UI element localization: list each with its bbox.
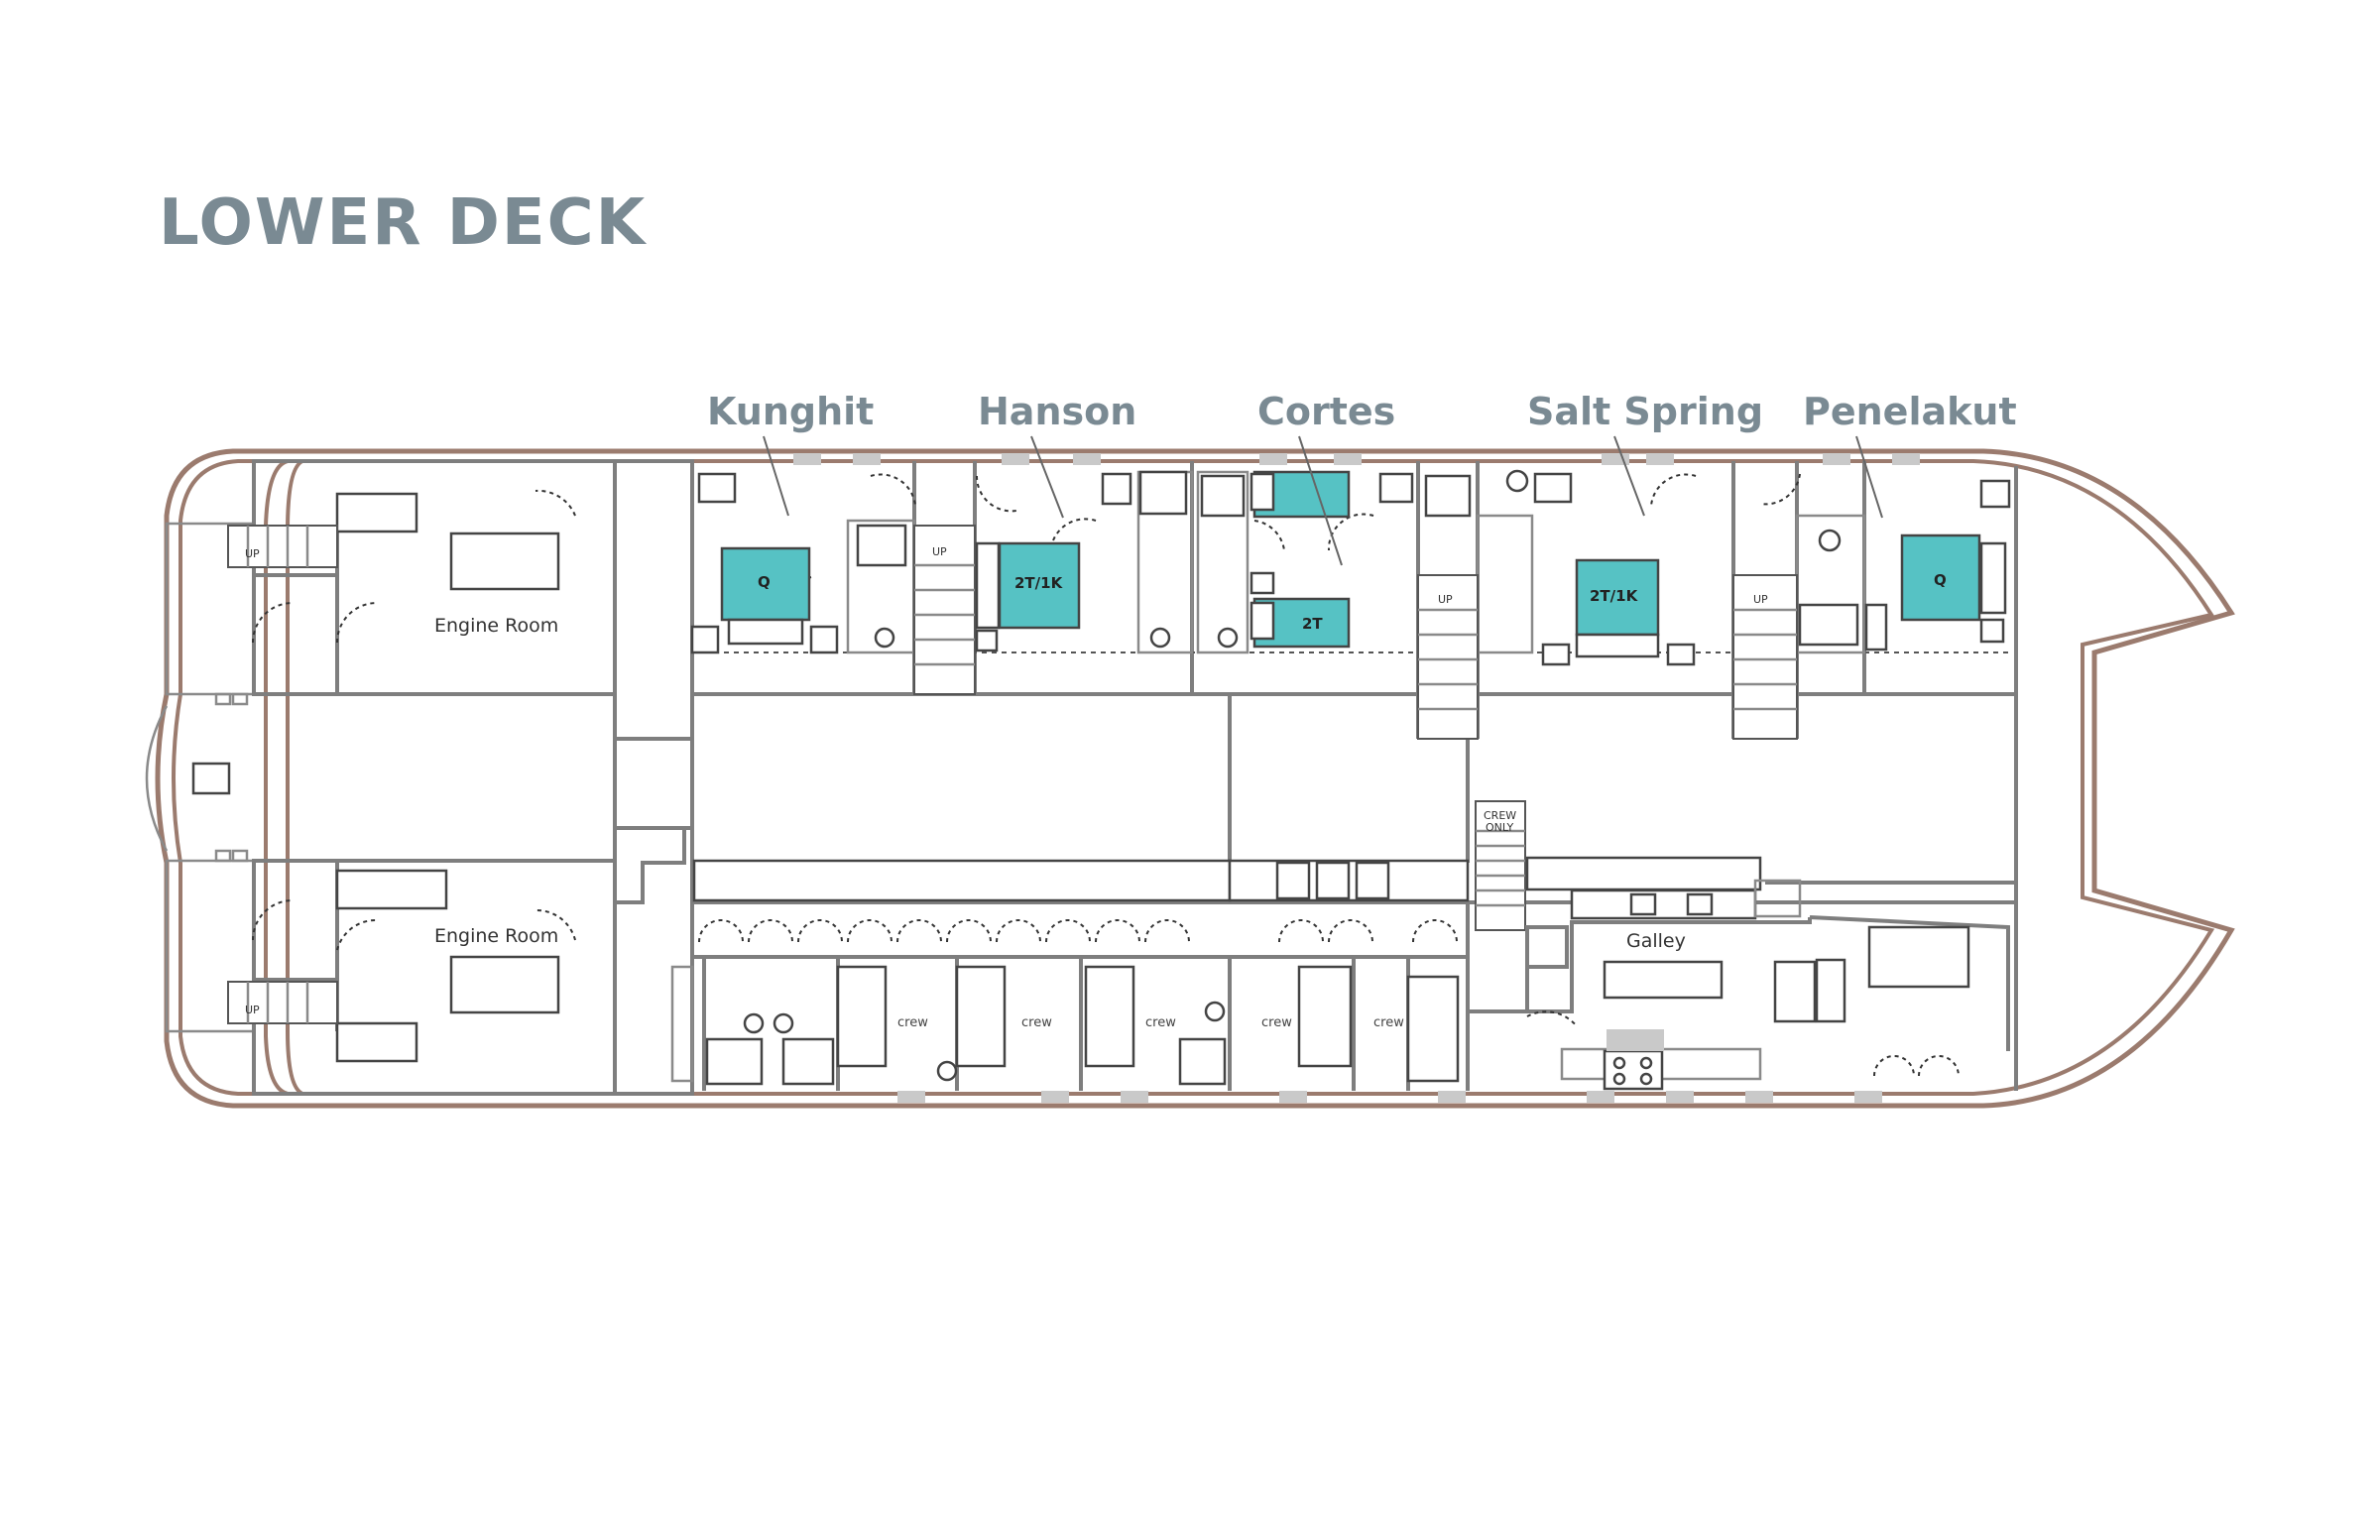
crew-row: crew crew crew crew crew [670, 902, 1882, 1103]
leader-penelakut [1855, 435, 1883, 519]
engine-room-label-top: Engine Room [434, 615, 558, 637]
stair-up-label: UP [1438, 593, 1453, 606]
cabin-name-cortes: Cortes [1257, 390, 1395, 433]
engine-stairs-bottom [227, 981, 338, 1024]
cabin-name-penelakut: Penelakut [1803, 390, 2017, 433]
cabin-hanson-bed: 2T/1K [975, 541, 1081, 652]
deck-title: LOWER DECK [159, 186, 648, 260]
crew-only-stair: CREW ONLY [1475, 800, 1526, 931]
bed-label-kunghit: Q [758, 573, 771, 591]
cabin-beds: Q 2T/1K 2T 2T/1K Q [690, 470, 2007, 666]
cabin-stair-1 [913, 525, 976, 695]
leader-cortes [1298, 435, 1343, 566]
cabin-name-kunghit: Kunghit [707, 390, 874, 433]
bed-label-cortes: 2T [1302, 615, 1323, 633]
leader-saltspring [1613, 435, 1645, 517]
stair-up-label: UP [245, 1004, 260, 1016]
crew-only-text-2: ONLY [1486, 821, 1514, 834]
crew-cabin-label: crew [1261, 1015, 1292, 1030]
cabin-stair-2 [1417, 574, 1479, 740]
bed-label-penelakut: Q [1934, 571, 1947, 589]
cabin-cortes-beds: 2T [1250, 470, 1351, 649]
engine-stairs-top [227, 525, 338, 568]
cabin-row: UP UP UP [690, 453, 2016, 740]
cabin-penelakut-bed: Q [1864, 533, 2007, 652]
leader-kunghit [763, 435, 789, 517]
crew-cabin-label: crew [1373, 1015, 1404, 1030]
crew-cabin-label: crew [897, 1015, 928, 1030]
crew-cabin-label: crew [1021, 1015, 1052, 1030]
stair-up-label: UP [932, 545, 947, 558]
cabin-saltspring-bed: 2T/1K [1541, 558, 1696, 666]
cabin-labels: Kunghit Hanson Cortes Salt Spring Penela… [707, 390, 2017, 566]
stern-platforms [145, 522, 256, 1033]
cabin-stair-3 [1732, 574, 1798, 740]
stair-up-label: UP [1753, 593, 1768, 606]
cabin-name-saltspring: Salt Spring [1527, 390, 1763, 433]
engine-room-block: UP UP Engine Room Engine Room [227, 459, 617, 1096]
mid-structure [613, 459, 2018, 1096]
crew-cabin-label: crew [1145, 1015, 1176, 1030]
galley: Galley [1468, 879, 2010, 1091]
engine-room-label-bottom: Engine Room [434, 925, 558, 947]
cabin-kunghit-bed: Q [690, 546, 839, 654]
bed-label-saltspring: 2T/1K [1590, 587, 1639, 605]
stair-up-label: UP [245, 547, 260, 560]
crew-only-text-1: CREW [1484, 809, 1516, 822]
bed-label-hanson: 2T/1K [1014, 574, 1064, 592]
leader-hanson [1030, 435, 1064, 519]
cabin-name-hanson: Hanson [978, 390, 1136, 433]
galley-label: Galley [1626, 930, 1686, 952]
